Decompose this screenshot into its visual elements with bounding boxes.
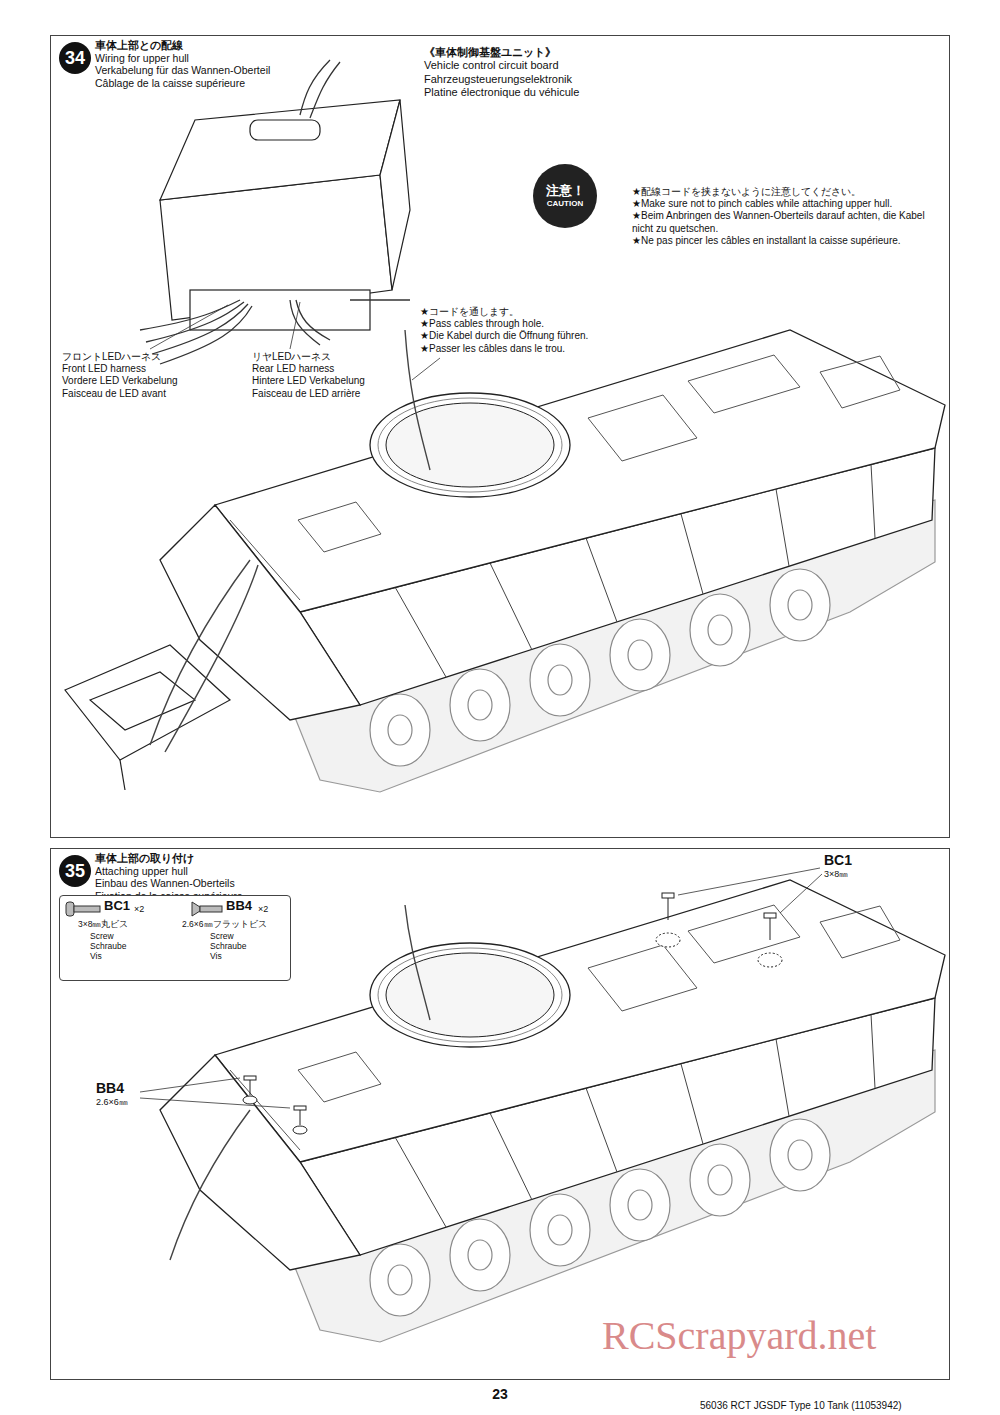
step-number: 34 (65, 48, 85, 69)
part-description: BB4 (226, 899, 252, 914)
cable-note-group: ★コードを通します。★Pass cables through hole.★Die… (420, 306, 680, 355)
harness-label: Hintere LED Verkabelung (252, 375, 437, 387)
cable-note: ★Die Kabel durch die Öffnung führen. (420, 330, 680, 342)
caution-text: 注意！ (546, 183, 585, 199)
caution-badge: 注意！CAUTION (533, 164, 597, 228)
parts-box: BC1 ×2 3×8㎜丸ビス Screw Schraube Vis BB4 ×2 2.6×6… (59, 895, 291, 981)
board-label: Fahrzeugsteuerungselektronik (424, 73, 724, 86)
step-heading: 車体上部との配線Wiring for upper hullVerkabelung… (95, 39, 270, 89)
screw-callout-group: BB42.6×6㎜ (96, 1080, 166, 1108)
board-label-group: 《車体制御基盤ユニット》Vehicle control circuit boar… (424, 46, 724, 100)
harness-label: Vordere LED Verkabelung (62, 375, 247, 387)
harness-label: フロントLEDハーネス (62, 351, 247, 363)
part-description: 2.6×6㎜フラットビス (182, 920, 267, 930)
page-number: 23 (480, 1386, 520, 1403)
screw-callout: 2.6×6㎜ (96, 1097, 166, 1108)
step-title: Wiring for upper hull (95, 52, 270, 65)
screw-callout: 3×8㎜ (824, 869, 904, 880)
step-panel: 車体上部との配線Wiring for upper hullVerkabelung… (50, 35, 950, 838)
cable-note: ★Pass cables through hole. (420, 318, 680, 330)
step-panel: 車体上部の取り付けAttaching upper hullEinbau des … (50, 848, 950, 1380)
caution-note: ★Make sure not to pinch cables while att… (632, 198, 944, 210)
part-description: BC1 (104, 899, 130, 914)
harness-label-group: リヤLEDハーネスRear LED harnessHintere LED Ver… (252, 351, 437, 400)
step-title: Attaching upper hull (95, 865, 243, 878)
step-number-circle: 35 (59, 855, 91, 887)
part-description: Screw Schraube Vis (210, 932, 256, 961)
board-label: Platine électronique du véhicule (424, 86, 724, 99)
part-description: 3×8㎜丸ビス (78, 920, 128, 930)
screw-icons (60, 896, 292, 936)
kit-code: 56036 RCT JGSDF Type 10 Tank (11053942) (700, 1400, 990, 1412)
caution-note-group: ★配線コードを挟まないように注意してください。★Make sure not to… (632, 186, 944, 247)
screw-callout: BC1 (824, 852, 904, 869)
step-number: 35 (65, 861, 85, 882)
harness-label: リヤLEDハーネス (252, 351, 437, 363)
caution-note: ★Ne pas pincer les câbles en installant … (632, 235, 944, 247)
harness-label: Faisceau de LED avant (62, 388, 247, 400)
caution-text: CAUTION (547, 199, 583, 209)
harness-label: Front LED harness (62, 363, 247, 375)
harness-label: Rear LED harness (252, 363, 437, 375)
page-number-group: 23 (480, 1386, 520, 1403)
caution-note: ★配線コードを挟まないように注意してください。 (632, 186, 944, 198)
step-title: 車体上部との配線 (95, 39, 270, 52)
part-description: Screw Schraube Vis (90, 932, 136, 961)
step-number-circle: 34 (59, 42, 91, 74)
watermark: RCScrapyard.net (602, 1312, 997, 1361)
board-label: Vehicle control circuit board (424, 59, 724, 72)
kit-code-group: 56036 RCT JGSDF Type 10 Tank (11053942) (700, 1400, 990, 1412)
step-title: Verkabelung für das Wannen-Oberteil (95, 64, 270, 77)
watermark-group: RCScrapyard.net (602, 1312, 997, 1361)
screw-callout: BB4 (96, 1080, 166, 1097)
harness-label: Faisceau de LED arrière (252, 388, 437, 400)
board-label: 《車体制御基盤ユニット》 (424, 46, 724, 59)
step-title: 車体上部の取り付け (95, 852, 243, 865)
step-title: Einbau des Wannen-Oberteils (95, 877, 243, 890)
part-description: ×2 (134, 904, 144, 914)
part-description: ×2 (258, 904, 268, 914)
harness-label-group: フロントLEDハーネスFront LED harnessVordere LED … (62, 351, 247, 400)
cable-note: ★コードを通します。 (420, 306, 680, 318)
caution-note: ★Beim Anbringen des Wannen-Oberteils dar… (632, 210, 944, 234)
step-title: Câblage de la caisse supérieure (95, 77, 270, 90)
screw-callout-group: BC13×8㎜ (824, 852, 904, 880)
cable-note: ★Passer les câbles dans le trou. (420, 343, 680, 355)
